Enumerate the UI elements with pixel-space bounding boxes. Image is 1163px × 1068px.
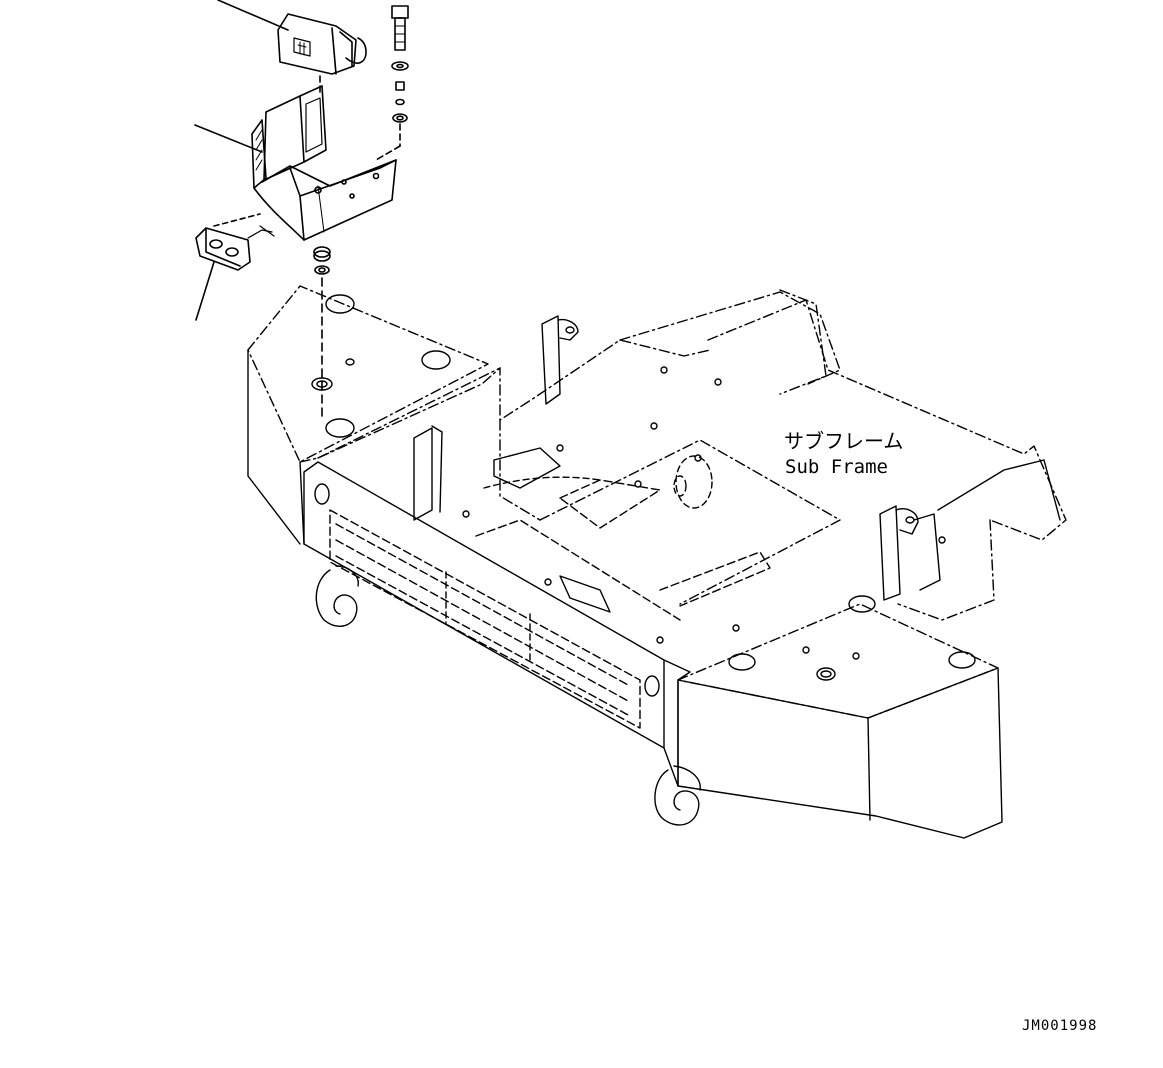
lamp-part xyxy=(195,213,275,271)
reference-code: JM001998 xyxy=(1022,1018,1097,1034)
bracket-part xyxy=(251,85,397,241)
horn-part xyxy=(277,13,367,93)
bolt-stack xyxy=(375,5,409,161)
sub-frame-label-jp: サブフレーム xyxy=(784,429,903,453)
leader-lines xyxy=(194,0,289,321)
sub-frame-label-en: Sub Frame xyxy=(785,456,888,478)
sub-frame xyxy=(247,285,1067,839)
mount-washers xyxy=(313,246,331,421)
